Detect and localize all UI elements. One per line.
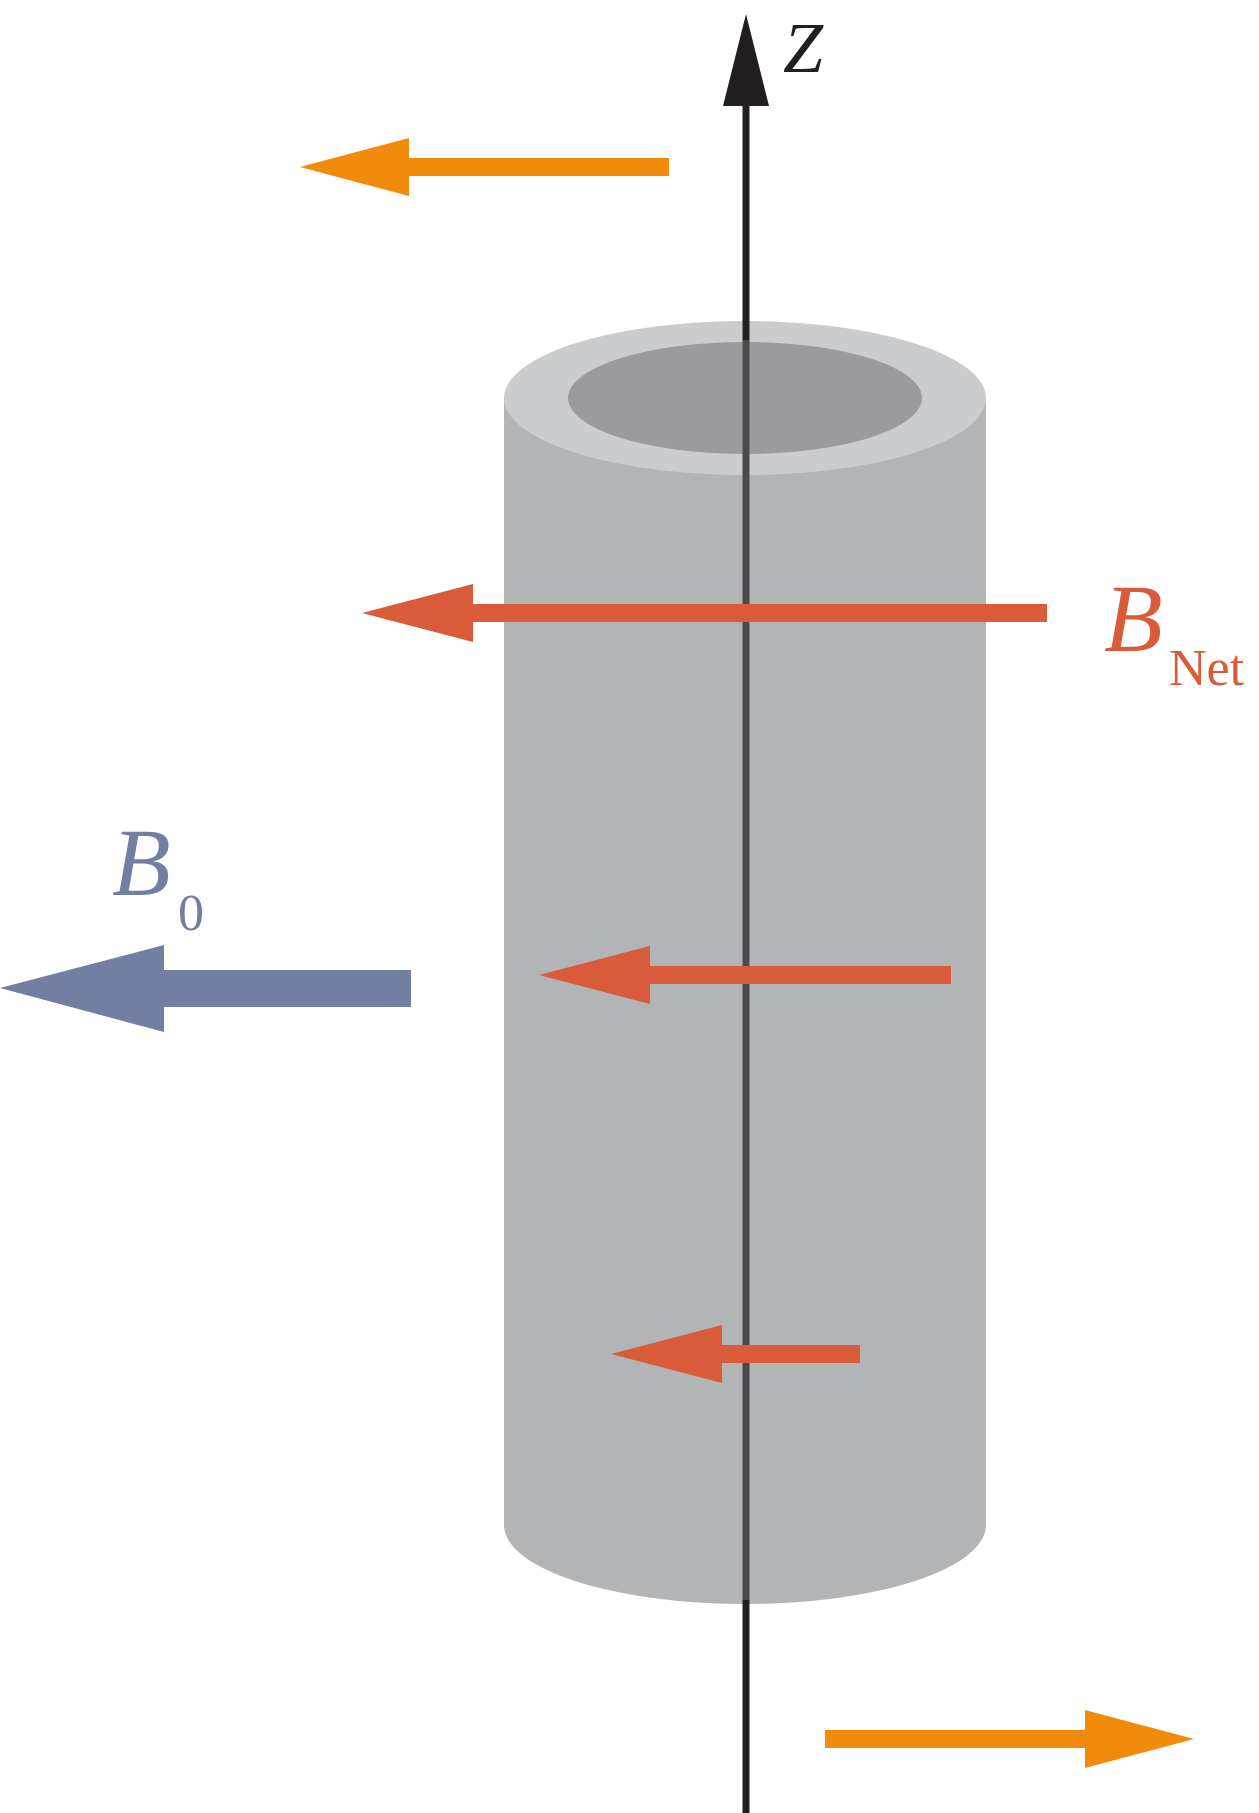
b0-label-main: B bbox=[112, 809, 171, 916]
bnet-arrow-top-shaft bbox=[468, 604, 1047, 622]
z-axis-label: Z bbox=[783, 8, 824, 88]
arrow-right-icon bbox=[1085, 1710, 1194, 1768]
orange-arrow-top bbox=[300, 138, 669, 196]
bnet-arrow-middle-shaft bbox=[645, 966, 951, 984]
bnet-arrow-top bbox=[362, 584, 1047, 642]
arrow-left-icon bbox=[611, 1325, 722, 1383]
bnet-label-subscript: Net bbox=[1169, 640, 1245, 697]
orange-arrow-top-shaft bbox=[405, 158, 669, 176]
arrow-left-icon bbox=[0, 945, 164, 1032]
b0-label-subscript: 0 bbox=[178, 885, 204, 942]
b0-arrow bbox=[0, 945, 411, 1032]
orange-arrow-bottom bbox=[825, 1710, 1194, 1768]
arrow-left-icon bbox=[362, 584, 473, 642]
b0-arrow-shaft bbox=[160, 970, 411, 1007]
arrow-left-icon bbox=[300, 138, 409, 196]
bnet-arrow-bottom-shaft bbox=[715, 1345, 860, 1363]
orange-arrow-bottom-shaft bbox=[825, 1730, 1090, 1748]
bnet-label: B Net bbox=[1104, 565, 1245, 697]
bnet-label-main: B bbox=[1104, 565, 1163, 672]
bnet-arrow-bottom bbox=[611, 1325, 860, 1383]
arrow-left-icon bbox=[539, 946, 650, 1004]
bnet-arrow-middle bbox=[539, 946, 951, 1004]
b0-label: B 0 bbox=[112, 809, 204, 942]
arrow-up-icon bbox=[723, 14, 769, 106]
